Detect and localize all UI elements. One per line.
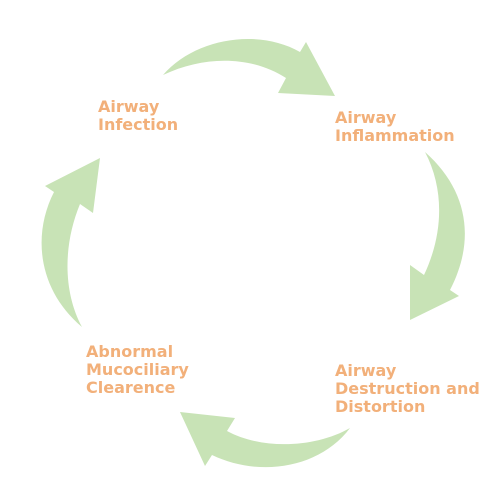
node-airway-inflammation: Airway Inflammation (335, 109, 455, 145)
node-label-line: Clearence (86, 378, 176, 397)
arrow-infection-to-inflammation (163, 38, 335, 96)
node-label-line: Inflammation (335, 126, 455, 145)
node-label-line: Destruction and (335, 379, 480, 398)
node-label-line: Distortion (335, 397, 426, 416)
arrow-clearance-to-infection (41, 158, 100, 327)
node-label-line: Infection (98, 115, 179, 134)
node-label-line: Airway (98, 97, 160, 116)
node-airway-infection: Airway Infection (98, 98, 178, 134)
node-label-line: Airway (335, 361, 397, 380)
node-airway-destruction: Airway Destruction and Distortion (335, 362, 480, 416)
node-label-line: Mucociliary (86, 360, 189, 379)
arrow-inflammation-to-destruction (410, 152, 465, 320)
node-abnormal-mucociliary-clearance: Abnormal Mucociliary Clearence (86, 343, 189, 397)
node-label-line: Airway (335, 108, 397, 127)
node-label-line: Abnormal (86, 342, 174, 361)
arrow-destruction-to-clearance (180, 412, 350, 468)
